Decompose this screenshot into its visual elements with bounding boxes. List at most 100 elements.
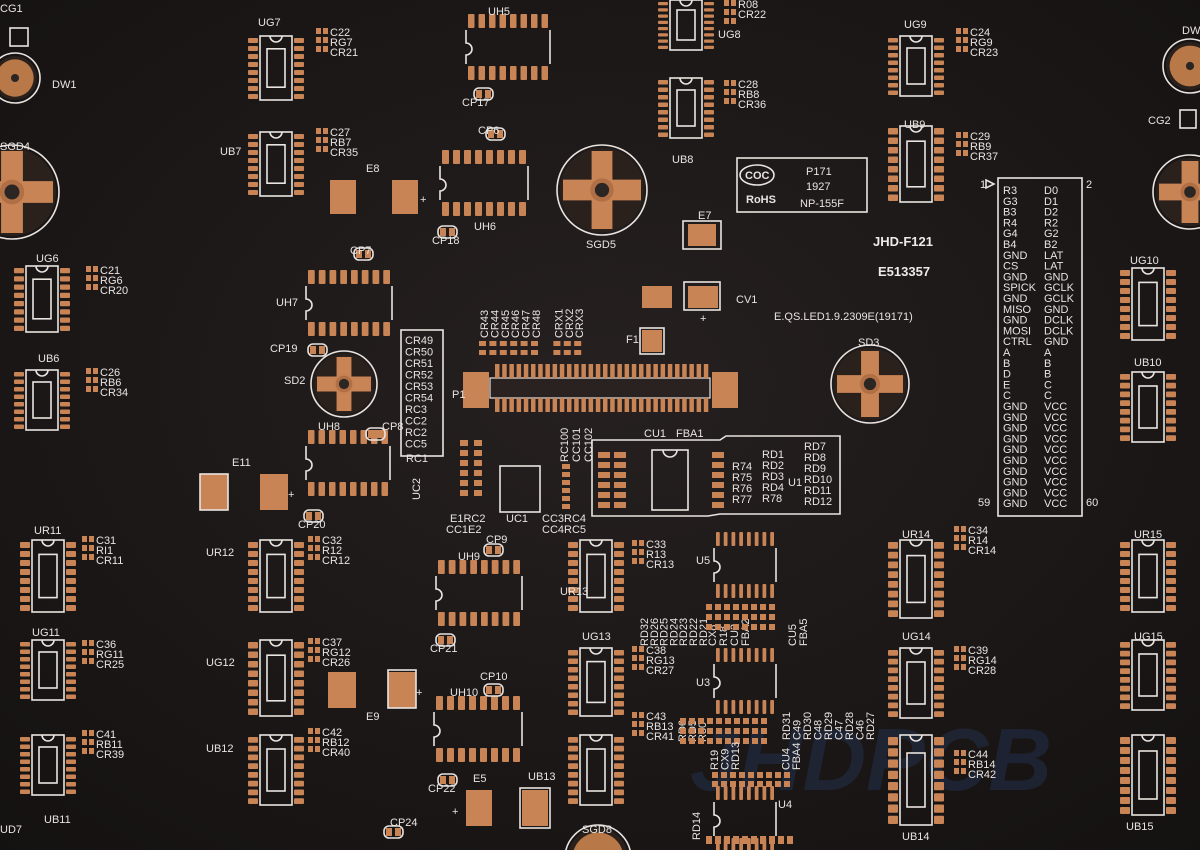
top-ref-crx2: CRX2	[564, 309, 576, 338]
u4-ref-cu4: CU4	[781, 748, 793, 770]
pin-left-7: CS	[1003, 261, 1018, 273]
top-ref-cr45: CR45	[500, 310, 512, 338]
passive-label-cr20: CR20	[100, 285, 128, 297]
rc100-label: RC100	[559, 428, 571, 462]
svg-text:+: +	[288, 489, 294, 501]
passive-label-c26: C26	[100, 367, 120, 379]
passive-label-cr34: CR34	[100, 387, 128, 399]
edge-cg1: CG1	[0, 3, 29, 47]
pin-right-4: G2	[1044, 228, 1059, 240]
e7-label: E7	[698, 210, 711, 222]
ic-ug8: UG8	[658, 0, 741, 51]
u1-label: U1	[788, 477, 802, 489]
pin-left-4: G4	[1003, 228, 1018, 240]
passive-label-cr12: CR12	[322, 555, 350, 567]
top-ref-cr48: CR48	[531, 310, 543, 338]
cu1-label: CU1	[644, 428, 666, 440]
stamp-date-text: 1927	[806, 181, 830, 193]
revision-label: E.QS.LED1.9.2309E(19171)	[774, 311, 913, 323]
ic-label-ub15: UB15	[1126, 821, 1154, 833]
u3-right-c47: C47	[834, 720, 846, 740]
cap-cp7: CP7	[350, 245, 374, 261]
cap-cp19: CP19	[270, 343, 328, 357]
ic-label-ub9: UB9	[904, 119, 925, 131]
cc102-label: CC102	[583, 428, 595, 462]
ic-label-ug11: UG11	[32, 627, 60, 639]
rd-vert-rd23: RD23	[678, 618, 690, 646]
passive-label-cr36: CR36	[738, 99, 766, 111]
e5-label: E5	[473, 773, 486, 785]
uc-row2-label: CC1E2	[446, 524, 481, 536]
cap-cp10: CP10	[480, 671, 508, 697]
top-ref-cr44: CR44	[489, 310, 501, 338]
passive-label-cr42: CR42	[968, 769, 996, 781]
ic-uh10: UH10	[433, 687, 523, 762]
uc-row1-label: E1RC2	[450, 513, 485, 525]
passive-label-rb8: RB8	[738, 89, 759, 101]
ic-ub7: UB7	[220, 131, 304, 197]
rd-vert-rd22: RD22	[688, 618, 700, 646]
ic-ug13: UG13	[568, 631, 624, 717]
passive-label-rb7: RB7	[330, 137, 351, 149]
mount-hole-sd3: SD3	[830, 337, 910, 424]
ic-label-uh10: UH10	[450, 687, 478, 699]
p1-label: P1	[452, 389, 465, 401]
ic-ub8: UB8	[658, 77, 714, 166]
crc-label-cr52: CR52	[405, 370, 433, 382]
ic-ur13: UR13	[560, 539, 624, 613]
u1-mid-rd1: RD1	[762, 449, 784, 461]
svg-text:+: +	[416, 687, 422, 699]
passive-label-rg14: RG14	[968, 655, 997, 667]
ic-uh5: UH5	[465, 6, 551, 80]
ic-uh8: UH8	[305, 421, 391, 496]
ic-label-ur13: UR13	[560, 586, 588, 598]
pin-left-25: GND	[1003, 455, 1028, 467]
u1-mid-rd4: RD4	[762, 482, 784, 494]
mid-vert-fba2: FBA2	[740, 618, 752, 646]
ic-ug7: UG7	[248, 17, 304, 101]
passive-label-cr27: CR27	[646, 665, 674, 677]
ic-label-ug12: UG12	[206, 657, 235, 669]
mount-hole-edge-0	[1162, 38, 1200, 94]
passive-label-r14: R14	[968, 535, 988, 547]
passive-label-c39: C39	[968, 645, 988, 657]
rd-vert-rd32: RD32	[639, 618, 651, 646]
pin-right-18: C	[1044, 379, 1052, 391]
crc-label-cc2: CC2	[405, 416, 427, 428]
pin-right-29: VCC	[1044, 498, 1067, 510]
pin-right-24: VCC	[1044, 444, 1067, 456]
u1-mid-rd3: RD3	[762, 471, 784, 483]
ic-label-uh6: UH6	[474, 221, 496, 233]
ic-ub11: UB11	[20, 734, 76, 826]
ic-label-ub12: UB12	[206, 743, 234, 755]
stamp-p-text: P171	[806, 166, 832, 178]
passive-label-c33: C33	[646, 539, 666, 551]
ic-label-ub13: UB13	[528, 771, 556, 783]
pin-right-0: D0	[1044, 185, 1058, 197]
mid-vert-fba5: FBA5	[798, 618, 810, 646]
passive-label-rg11: RG11	[96, 649, 124, 661]
f1-label: F1	[626, 334, 639, 346]
cap-cp24: CP24	[383, 817, 418, 839]
crc-label-cc5: CC5	[405, 439, 427, 451]
pin-left-14: CTRL	[1003, 336, 1032, 348]
ic-label-ur15: UR15	[1134, 529, 1162, 541]
pin-left-0: R3	[1003, 185, 1017, 197]
u1-left-r74: R74	[732, 461, 752, 473]
pin-left-5: B4	[1003, 239, 1016, 251]
ic-label-ub6: UB6	[38, 353, 59, 365]
u1-right-rd9: RD9	[804, 463, 826, 475]
ic-label-ub8: UB8	[672, 154, 693, 166]
passive-label-c44: C44	[968, 749, 988, 761]
cg2-label: CG2	[1148, 115, 1171, 127]
ic-label-ug13: UG13	[582, 631, 611, 643]
passive-label-c43: C43	[646, 711, 666, 723]
